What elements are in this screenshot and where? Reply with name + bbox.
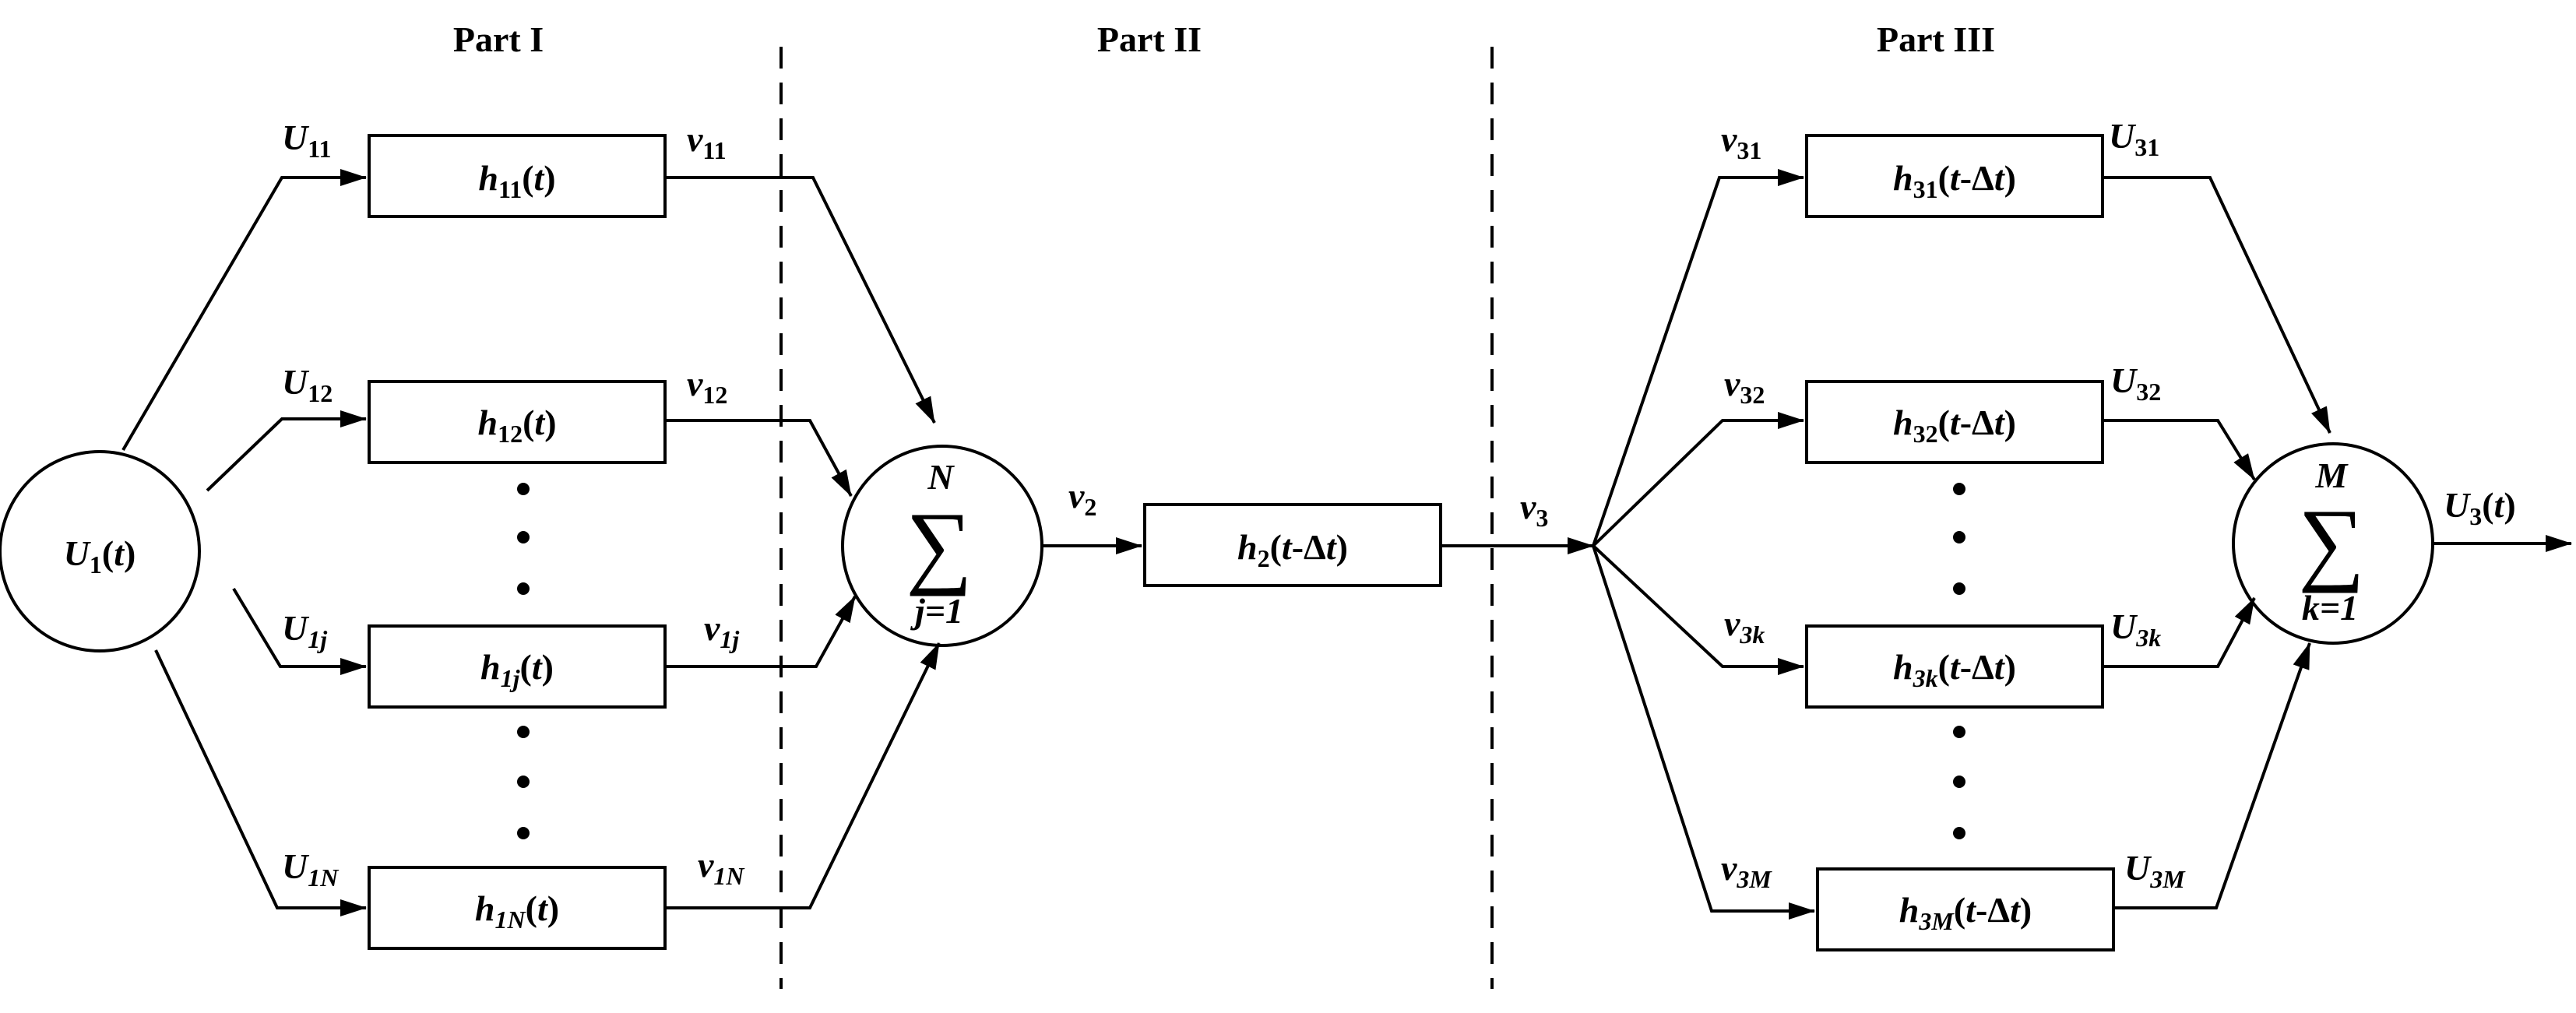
h11-label: h11(t) <box>478 158 555 203</box>
branch-1-output-line <box>667 176 936 424</box>
input-node <box>0 450 201 652</box>
part-2-title: Part II <box>1097 19 1202 59</box>
input-node-label: U1(t) <box>64 533 136 579</box>
u3k-label: U3k <box>2110 607 2161 652</box>
h32-block <box>1805 380 2104 464</box>
branch-2-input-line <box>206 410 367 492</box>
u1N-label: U1N <box>282 846 340 892</box>
h31-label: h31(t-Δt) <box>1893 158 2016 203</box>
v1j-label: v1j <box>704 608 739 653</box>
h1N-label: h1N(t) <box>475 888 559 934</box>
branch-1-input-line <box>121 169 367 452</box>
branch-6-input-line <box>1592 412 1804 547</box>
v3-label: v3 <box>1520 487 1548 532</box>
h1j-block <box>368 624 667 709</box>
v3k-label: v3k <box>1724 603 1765 649</box>
sum-1-upper: N <box>927 457 955 497</box>
branch-2-output-line <box>667 419 853 497</box>
h31-block <box>1805 134 2104 218</box>
part3-labels: v31 v32 v3k v3M h31(t-Δt) h32(t-Δt) h3k(… <box>1721 116 2186 935</box>
v2-label: v2 <box>1068 476 1096 521</box>
h11-block <box>368 134 667 218</box>
u3M-label: U3M <box>2124 848 2186 893</box>
branch-6-output-line <box>2104 419 2256 481</box>
h3k-label: h3k(t-Δt) <box>1893 647 2016 692</box>
v1N-label: v1N <box>698 845 745 890</box>
h1N-block <box>368 866 667 950</box>
branch-8-output-line <box>2115 642 2311 909</box>
h12-block <box>368 380 667 464</box>
ellipsis-dots <box>517 483 1965 839</box>
branch-5-output-line <box>2104 176 2331 434</box>
h2-block <box>1143 503 1442 587</box>
branch-4-input-line <box>154 649 367 916</box>
h12-label: h12(t) <box>477 403 556 448</box>
h3M-block <box>1816 867 2115 951</box>
sum-2-lower: k=1 <box>2302 588 2358 628</box>
branch-3-output-line <box>667 596 857 668</box>
u32-label: U32 <box>2110 361 2161 406</box>
sum-2-sigma: ∑ <box>2298 490 2365 593</box>
branch-4-output-line <box>667 642 941 909</box>
h2-label: h2(t-Δt) <box>1237 527 1348 572</box>
v32-label: v32 <box>1724 364 1765 409</box>
part1-labels: U11 U12 U1j U1N h11(t) h12(t) h1j(t) h1N… <box>282 118 745 934</box>
h3M-label: h3M(t-Δt) <box>1899 890 2032 935</box>
part-3-title: Part III <box>1877 19 1995 59</box>
branch-8-input-line <box>1592 545 1815 920</box>
sum-1-sigma: ∑ <box>906 493 973 596</box>
v12-label: v12 <box>687 364 727 409</box>
u1j-label: U1j <box>282 608 327 653</box>
output-label: U3(t) <box>2444 485 2516 530</box>
u12-label: U12 <box>282 362 333 407</box>
branch-7-output-line <box>2104 597 2256 668</box>
v11-label: v11 <box>687 119 727 164</box>
branch-7-input-line <box>1592 544 1804 675</box>
v31-label: v31 <box>1721 119 1761 164</box>
u11-label: U11 <box>282 118 331 163</box>
h32-label: h32(t-Δt) <box>1893 403 2016 448</box>
u31-label: U31 <box>2109 116 2159 161</box>
sum-1-lower: j=1 <box>910 591 963 631</box>
h3k-block <box>1805 624 2104 709</box>
branch-3-input-line <box>232 587 367 675</box>
v3M-label: v3M <box>1721 848 1772 893</box>
part-1-title: Part I <box>453 19 544 59</box>
branch-5-input-line <box>1592 169 1804 547</box>
h1j-label: h1j(t) <box>480 647 554 692</box>
sum-2-upper: M <box>2315 455 2349 495</box>
